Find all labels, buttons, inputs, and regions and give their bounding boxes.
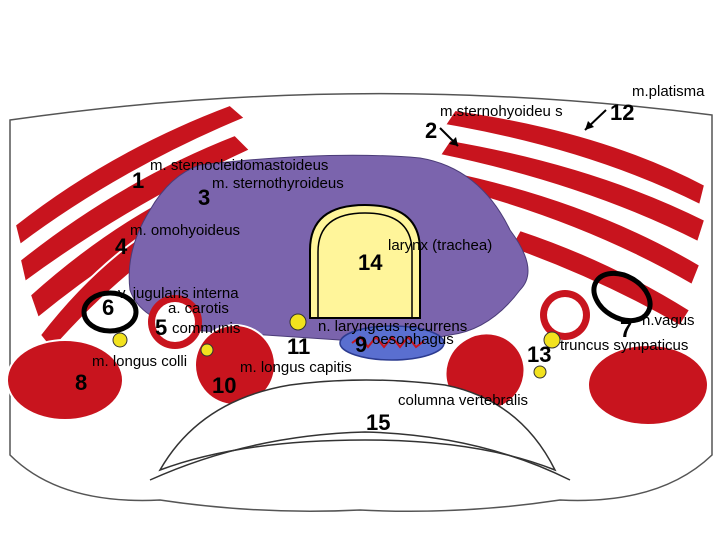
number-1: 1	[132, 168, 144, 193]
muscle-strip-right-2	[438, 138, 707, 244]
number-8: 8	[75, 370, 87, 395]
label-communis: communis	[172, 320, 240, 337]
muscle-strip-right-3	[436, 168, 702, 287]
number-2: 2	[425, 118, 437, 143]
m-longus-colli-right	[587, 344, 709, 426]
muscle-strip-left-1	[13, 103, 247, 247]
label-laryngeus: n. laryngeus recurrens	[318, 318, 467, 335]
number-11: 11	[287, 334, 310, 359]
vertebra-arch	[149, 431, 571, 481]
label-sternohyoideus: m.sternohyoideu s	[440, 103, 563, 120]
number-9: 9	[355, 332, 367, 357]
number-4: 4	[115, 234, 128, 259]
label-columna: columna vertebralis	[398, 392, 528, 409]
label-longus-capitis: m. longus capitis	[240, 359, 352, 376]
label-larynx: larynx (trachea)	[388, 237, 492, 254]
number-13: 13	[527, 342, 551, 367]
label-sternocleidomastoideus: m. sternocleidomastoideus	[150, 157, 328, 174]
vertebra-body	[158, 379, 557, 472]
nerve-dot	[289, 313, 307, 331]
label-carotis: a. carotis	[168, 300, 229, 317]
oesophagus-lumen	[351, 335, 425, 349]
larynx-cartilage	[309, 203, 421, 319]
label-sympaticus: truncus sympaticus	[560, 337, 688, 354]
number-3: 3	[198, 185, 210, 210]
artery-right-inner	[547, 297, 583, 333]
artery-left-inner	[155, 302, 195, 342]
muscle-strip-right-1	[443, 108, 707, 207]
arrow-12-head	[585, 121, 594, 130]
label-sternothyroideus: m. sternothyroideus	[212, 175, 344, 192]
number-5: 5	[155, 315, 167, 340]
number-15: 15	[366, 410, 390, 435]
arrow-2-head	[449, 137, 458, 146]
number-10: 10	[212, 373, 236, 398]
vein-left	[81, 290, 139, 334]
m-longus-capitis-left	[194, 324, 276, 406]
m-longus-colli-left	[6, 339, 124, 421]
number-12: 12	[610, 100, 634, 125]
label-oesophagus: oesophagus	[372, 331, 454, 348]
label-vagus: n.vagus	[642, 312, 695, 329]
vein-right	[591, 270, 653, 324]
number-14: 14	[358, 250, 383, 275]
nerve-dot	[200, 343, 214, 357]
label-longus-colli: m. longus colli	[92, 353, 187, 370]
nerve-dot	[533, 365, 547, 379]
label-omohyoideus: m. omohyoideus	[130, 222, 240, 239]
nerve-dot	[543, 331, 561, 349]
label-jugularis: v. jugularis interna	[118, 285, 239, 302]
larynx-inner-line	[317, 212, 413, 318]
oesophagus-shape	[339, 325, 445, 361]
label-platisma: m.platisma	[632, 83, 705, 100]
number-6: 6	[102, 295, 114, 320]
number-7: 7	[620, 317, 632, 342]
nerve-dot	[112, 332, 128, 348]
